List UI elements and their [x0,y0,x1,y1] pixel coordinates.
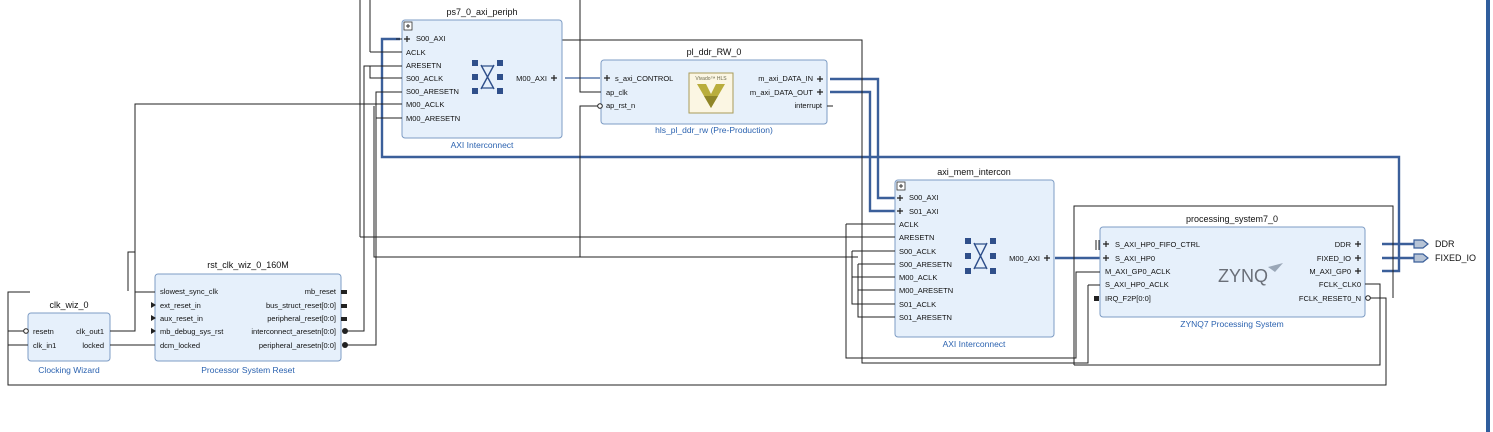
port-mb-reset[interactable]: mb_reset [305,287,337,296]
port-m00-aclk[interactable]: M00_ACLK [406,100,444,109]
block-type: AXI Interconnect [943,339,1006,349]
plus-icon [1355,255,1361,261]
nets [7,0,1414,386]
plus-icon [604,75,610,81]
plus-icon [817,76,823,82]
plus-icon [551,75,557,81]
port-aclk[interactable]: ACLK [406,48,426,57]
port-m-axi-gp0-aclk[interactable]: M_AXI_GP0_ACLK [1105,267,1170,276]
block-type: ZYNQ7 Processing System [1180,319,1283,329]
external-port-ddr[interactable]: DDR [1413,239,1455,249]
expand-icon[interactable] [896,181,906,191]
port-m-axi-data-out[interactable]: m_axi_DATA_OUT [750,88,813,97]
block-ps7-axi-periph[interactable]: ps7_0_axi_periph AXI Interconnect S00_AX… [396,7,563,150]
port-dcm-locked[interactable]: dcm_locked [160,341,200,350]
plus-icon [1355,241,1361,247]
port-ap-clk[interactable]: ap_clk [606,88,628,97]
plus-icon [404,36,410,42]
block-type: Clocking Wizard [38,365,100,375]
external-port-fixed-io[interactable]: FIXED_IO [1413,253,1476,263]
port-m00-aclk[interactable]: M00_ACLK [899,273,937,282]
port-s00-aresetn[interactable]: S00_ARESETN [899,260,952,269]
port-aresetn[interactable]: ARESETN [899,233,934,242]
port-ext-reset-in[interactable]: ext_reset_in [160,301,201,310]
zynq-logo-icon: ZYNQ [1218,263,1283,286]
port-peripheral-aresetn[interactable]: peripheral_aresetn[0:0] [259,341,336,350]
block-type: hls_pl_ddr_rw (Pre-Production) [655,125,773,135]
port-aresetn[interactable]: ARESETN [406,61,441,70]
port-m00-aresetn[interactable]: M00_ARESETN [899,286,953,295]
port-m00-axi[interactable]: M00_AXI [1009,254,1040,263]
port-fixed-io[interactable]: FIXED_IO [1317,254,1351,263]
external-port-fixed-io-label: FIXED_IO [1435,253,1476,263]
external-port-ddr-label: DDR [1435,239,1455,249]
interconnect-icon [965,238,996,274]
port-s01-aresetn[interactable]: S01_ARESETN [899,313,952,322]
port-interrupt[interactable]: interrupt [794,101,822,110]
port-s-axi-hp0[interactable]: S_AXI_HP0 [1115,254,1155,263]
port-m00-axi[interactable]: M00_AXI [516,74,547,83]
hls-logo-text: Vivado™ HLS [695,76,727,82]
plus-icon [817,89,823,95]
plus-icon [897,195,903,201]
port-s01-aclk[interactable]: S01_ACLK [899,300,936,309]
port-clk-in1[interactable]: clk_in1 [33,341,56,350]
expand-icon[interactable] [403,21,413,31]
plus-icon [897,208,903,214]
plus-icon [1103,255,1109,261]
port-aclk[interactable]: ACLK [899,220,919,229]
port-s00-aclk[interactable]: S00_ACLK [899,247,936,256]
block-title: axi_mem_intercon [937,167,1011,177]
port-resetn[interactable]: resetn [33,327,54,336]
port-m00-aresetn[interactable]: M00_ARESETN [406,114,460,123]
port-ap-rst-n[interactable]: ap_rst_n [606,101,635,110]
port-interconnect-aresetn[interactable]: interconnect_aresetn[0:0] [251,327,336,336]
port-peripheral-reset[interactable]: peripheral_reset[0:0] [267,314,336,323]
port-s-axi-hp0-fifo-ctrl[interactable]: S_AXI_HP0_FIFO_CTRL [1115,240,1200,249]
block-processing-system7[interactable]: processing_system7_0 ZYNQ7 Processing Sy… [1094,214,1371,329]
port-s00-axi[interactable]: S00_AXI [416,34,446,43]
block-type: Processor System Reset [201,365,295,375]
block-type: AXI Interconnect [451,140,514,150]
interconnect-icon [472,60,503,94]
block-title: rst_clk_wiz_0_160M [207,260,289,270]
port-irq-f2p[interactable]: IRQ_F2P[0:0] [1105,294,1151,303]
port-fclk-clk0[interactable]: FCLK_CLK0 [1319,280,1361,289]
block-title: processing_system7_0 [1186,214,1278,224]
block-title: pl_ddr_RW_0 [687,47,742,57]
port-s00-axi[interactable]: S00_AXI [909,193,939,202]
block-axi-mem-intercon[interactable]: axi_mem_intercon AXI Interconnect S00_AX… [889,167,1055,349]
port-slowest-sync-clk[interactable]: slowest_sync_clk [160,287,218,296]
port-locked[interactable]: locked [82,341,104,350]
port-s00-aclk[interactable]: S00_ACLK [406,74,443,83]
port-fclk-reset0-n[interactable]: FCLK_RESET0_N [1299,294,1361,303]
port-clk-out1[interactable]: clk_out1 [76,327,104,336]
port-m-axi-gp0[interactable]: M_AXI_GP0 [1309,267,1351,276]
block-clk-wiz[interactable]: clk_wiz_0 Clocking Wizard resetn clk_in1… [22,300,116,375]
plus-icon [1044,255,1050,261]
port-s01-axi[interactable]: S01_AXI [909,207,939,216]
port-m-axi-data-in[interactable]: m_axi_DATA_IN [758,74,813,83]
port-mb-debug-sys-rst[interactable]: mb_debug_sys_rst [160,327,224,336]
port-s00-aresetn[interactable]: S00_ARESETN [406,87,459,96]
port-aux-reset-in[interactable]: aux_reset_in [160,314,203,323]
plus-icon [1355,268,1361,274]
zynq-logo-text: ZYNQ [1218,266,1268,286]
port-s-axi-control[interactable]: s_axi_CONTROL [615,74,673,83]
plus-icon [1103,241,1109,247]
block-title: clk_wiz_0 [49,300,88,310]
block-rst-clk-wiz[interactable]: rst_clk_wiz_0_160M Processor System Rese… [149,260,348,375]
hls-logo-icon: Vivado™ HLS [688,72,734,114]
canvas-edge-rule [1486,0,1490,432]
port-s-axi-hp0-aclk[interactable]: S_AXI_HP0_ACLK [1105,280,1169,289]
block-title: ps7_0_axi_periph [446,7,517,17]
port-bus-struct-reset[interactable]: bus_struct_reset[0:0] [266,301,336,310]
port-ddr[interactable]: DDR [1335,240,1352,249]
block-pl-ddr-rw[interactable]: pl_ddr_RW_0 hls_pl_ddr_rw (Pre-Productio… [595,47,833,135]
